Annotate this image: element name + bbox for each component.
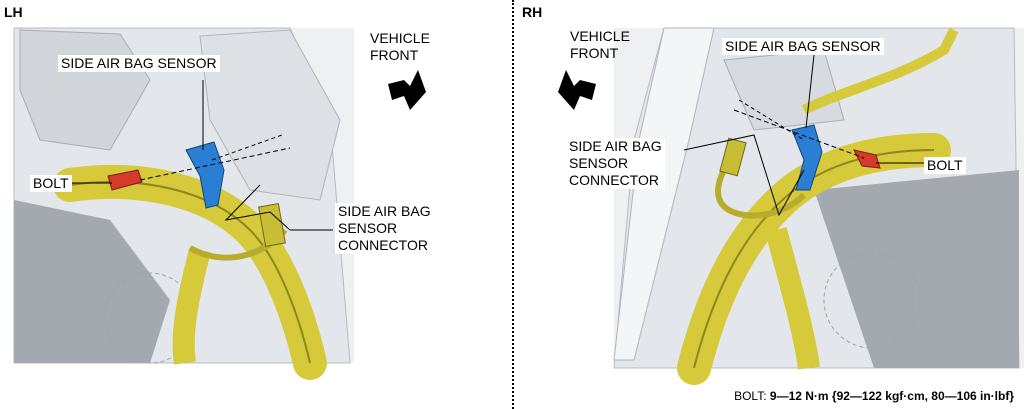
rh-sensor-label: SIDE AIR BAG SENSOR (722, 38, 884, 55)
rh-connector-leader (683, 134, 805, 217)
lh-front-arrow-icon (388, 70, 426, 110)
lh-sensor-label: SIDE AIR BAG SENSOR (58, 55, 220, 72)
rh-connector-label-line1: SIDE AIR BAG (569, 138, 662, 154)
rh-shadow (814, 170, 1019, 368)
lh-harness-branch (172, 247, 211, 365)
lh-connector-label-line2: SENSOR (338, 220, 398, 236)
rh-dash-line-2 (738, 99, 805, 141)
lh-connector-label-line1: SIDE AIR BAG (338, 203, 431, 219)
lh-bolt (107, 169, 143, 191)
lh-vehicle-front-line2: FRONT (370, 47, 419, 63)
lh-sensor (185, 141, 225, 209)
rh-dash-line-1 (733, 109, 865, 159)
rh-connector (719, 137, 747, 177)
torque-spec-value: 9—12 N·m {92—122 kgf·cm, 80—106 in·lbf} (769, 389, 1014, 403)
rh-side-label: RH (522, 4, 543, 20)
lh-connector-leader (224, 184, 333, 231)
rh-front-arrow-icon (558, 70, 596, 110)
rh-sensor-leader (805, 54, 815, 129)
rh-harness-branch (765, 227, 820, 370)
rh-sensor (791, 124, 823, 191)
lh-pillar (199, 29, 341, 201)
lh-connector-label-line3: CONNECTOR (338, 237, 428, 253)
rh-harness-edge (693, 149, 935, 369)
lh-illustration (13, 27, 426, 380)
lh-side-label: LH (4, 4, 23, 20)
rh-vehicle-front-line2: FRONT (570, 45, 619, 61)
rh-bolt (853, 149, 881, 169)
lh-panel: LH VEHICLE FRONT SIDE AIR BAG SENSOR BOL… (0, 0, 512, 409)
rh-harness-upper (801, 27, 959, 115)
panel-divider (512, 0, 514, 409)
rh-hole (823, 251, 921, 349)
rh-connector-label: SIDE AIR BAG SENSOR CONNECTOR (566, 138, 665, 189)
lh-shadow (14, 200, 170, 363)
torque-spec-prefix: BOLT: (734, 389, 770, 403)
torque-spec: BOLT: 9—12 N·m {92—122 kgf·cm, 80—106 in… (734, 389, 1014, 403)
lh-dash-line-1 (139, 147, 291, 181)
rh-panel: RH VEHICLE FRONT SIDE AIR BAG SENSOR BOL… (514, 0, 1026, 409)
rh-connector-label-line3: CONNECTOR (569, 172, 659, 188)
lh-vehicle-front-line1: VEHICLE (370, 30, 430, 46)
lh-bolt-label: BOLT (30, 175, 72, 192)
rh-bolt-label: BOLT (924, 157, 966, 174)
rh-vehicle-front: VEHICLE FRONT (570, 28, 630, 62)
rh-vehicle-front-line1: VEHICLE (570, 28, 630, 44)
rh-connector-label-line2: SENSOR (569, 155, 629, 171)
rh-illustration (558, 27, 1024, 385)
lh-vehicle-front: VEHICLE FRONT (370, 30, 430, 64)
rh-harness-wire (715, 168, 807, 219)
lh-dash-line-2 (211, 134, 283, 161)
lh-connector-label: SIDE AIR BAG SENSOR CONNECTOR (335, 203, 434, 254)
